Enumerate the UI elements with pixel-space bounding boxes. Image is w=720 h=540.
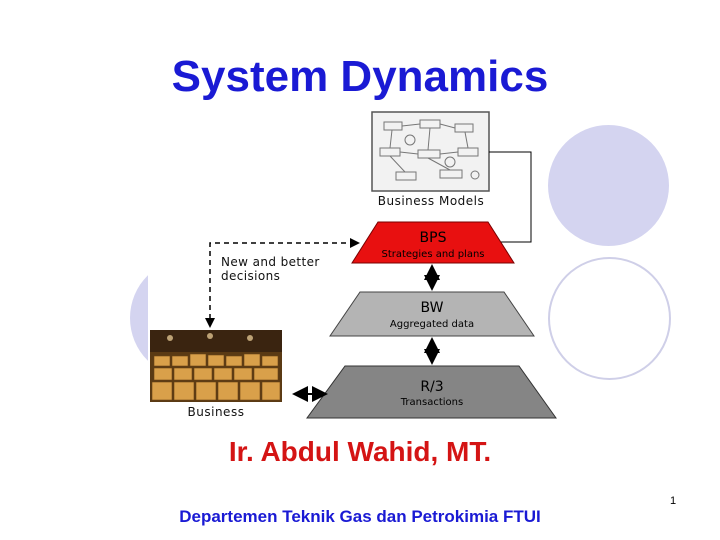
decision-arrowhead-right <box>350 238 360 248</box>
layer-bps-title: BPS <box>420 230 447 246</box>
business-label: Business <box>188 405 245 419</box>
layer-r3-title: R/3 <box>420 379 443 395</box>
layer-bw-subtitle: Aggregated data <box>390 319 474 330</box>
business-models-sketch-icon <box>371 111 490 192</box>
decision-dashed-arrow <box>209 242 355 320</box>
layer-bps-shape <box>351 221 515 264</box>
layer-bps-subtitle: Strategies and plans <box>381 249 484 260</box>
page-number: 1 <box>670 495 677 507</box>
author-name: Ir. Abdul Wahid, MT. <box>228 436 492 467</box>
department-name: Departemen Teknik Gas dan Petrokimia FTU… <box>179 507 541 526</box>
layer-bw-title: BW <box>421 300 444 316</box>
decorative-circle-outline <box>548 257 671 380</box>
layer-bw-shape <box>329 291 535 337</box>
decision-arrowhead-down <box>205 318 215 328</box>
decisions-label-line2: decisions <box>221 269 280 283</box>
models-connector <box>489 151 532 243</box>
decorative-circle-filled <box>548 125 669 246</box>
business-warehouse-photo-icon <box>150 330 282 402</box>
slide-title: System Dynamics <box>171 52 549 101</box>
business-models-label: Business Models <box>378 194 485 208</box>
decisions-label-line1: New and better <box>221 255 320 269</box>
layer-r3-subtitle: Transactions <box>400 397 463 408</box>
